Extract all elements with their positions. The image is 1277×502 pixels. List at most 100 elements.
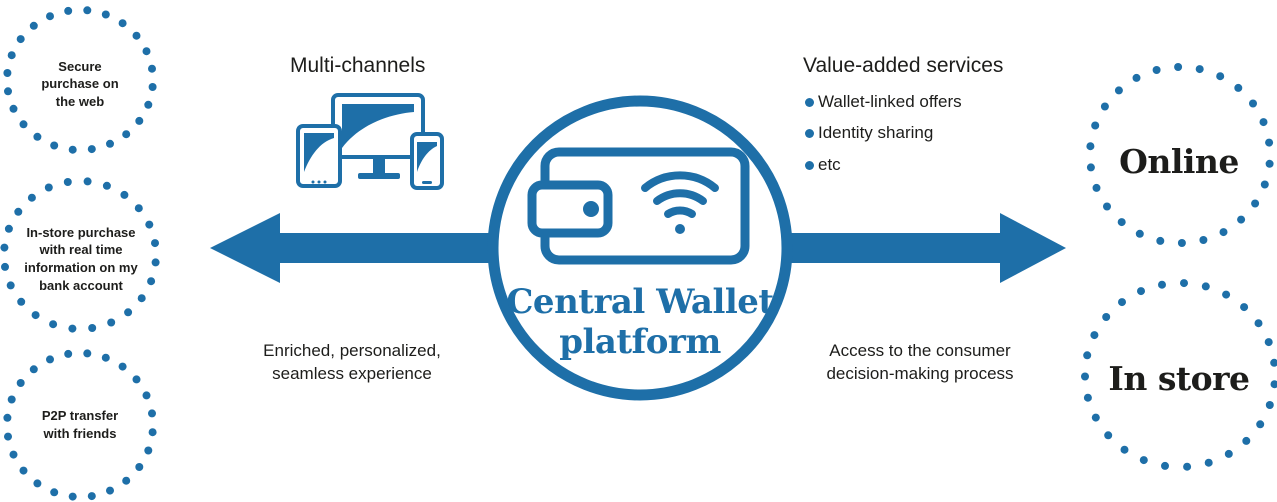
contactless-icon [641,171,719,234]
bubble-dot [16,379,25,387]
bubble-dot [83,349,92,358]
bubble-dot [1158,280,1166,289]
bubble-dot [1117,218,1126,227]
bubble-dot [1219,228,1228,237]
service-item: Wallet-linked offers [805,92,962,112]
bubble-dot [88,324,97,332]
bubble-dot [1216,72,1225,81]
bubble-dot [1137,287,1145,296]
channel-online: Online [1086,86,1272,236]
bubble-dot [1083,351,1092,360]
bubble-dot [1156,236,1165,245]
bubble-dot [122,130,131,139]
bubble-dot [7,51,16,60]
bubble-dot [1152,66,1161,74]
bubble-dot [1114,86,1123,95]
bubble-dot [1092,183,1101,192]
bubble-dot [148,83,157,91]
bubble-dot [87,145,96,154]
multichannel-heading: Multi-channels [290,54,426,77]
bubble-dot [4,87,12,96]
bubble-dot [124,308,133,317]
use-case-label: In-store purchase with real time informa… [24,224,138,293]
bubble-dot [1249,99,1257,108]
bubble-dot [83,177,92,186]
channel-label: Online [1119,141,1239,181]
bubble-dot [1177,239,1186,247]
use-case-in-store-purchase: In-store purchase with real time informa… [3,188,159,330]
bubble-dot [132,375,141,384]
arrow-right-icon [790,213,1066,283]
wallet-icon [527,147,750,265]
bubble-dot [148,428,157,437]
right-caption-line2: decision-making process [826,363,1014,383]
bubble-dot [1081,372,1089,381]
central-platform-circle [487,95,793,401]
bubble-dot [1251,199,1260,208]
left-caption-line2: seamless experience [272,363,432,383]
bubble-dot [68,145,77,154]
bubble-dot [1222,290,1231,299]
bullet-icon [805,160,814,170]
service-item: etc [805,155,841,175]
bubble-dot [0,243,9,252]
bubble-dot [19,120,28,129]
bubble-dot [1256,420,1265,429]
bubble-dot [1086,142,1095,151]
bubble-dot [118,19,127,28]
service-label: etc [818,155,841,174]
bubble-dot [148,64,156,73]
bubble-dot [1242,436,1251,445]
bubble-dot [46,355,54,364]
bubble-dot [137,294,146,303]
bubble-dot [1083,393,1092,402]
bubble-dot [63,178,72,186]
bubble-dot [107,318,116,327]
bubble-dot [1240,303,1249,312]
bubble-dot [3,413,12,422]
bubble-dot [1180,279,1188,288]
bubble-dot [6,281,15,290]
bubble-dot [1091,121,1100,130]
bubble-dot [3,69,12,77]
bubble-dot [118,362,127,371]
bubble-dot [1195,65,1204,74]
bubble-dot [1091,413,1100,422]
bubble-dot [14,207,23,216]
bubble-dot [1104,431,1113,440]
dotted-bubbles [0,6,1277,501]
bubble-dot [33,132,42,141]
bubble-dot [101,10,110,19]
services-heading: Value-added services [803,54,1004,77]
bubble-dot [1259,118,1268,127]
bubble-dot [1183,462,1192,471]
bubble-dot [44,183,53,192]
bubble-dot [101,353,110,362]
right-caption: Access to the consumer decision-making p… [800,340,1040,386]
bubble-dot [142,391,151,400]
bubble-dot [1201,282,1210,291]
bubble-ring-web [3,6,157,154]
bubble-dot [1254,319,1263,328]
use-case-label: Secure purchase on the web [41,58,119,109]
bubble-dot [120,190,129,199]
bubble-dot [1120,445,1129,454]
bubble-dot [106,139,114,148]
bubble-dot [50,488,59,497]
bubble-dot [1204,458,1213,467]
bubble-dot [144,100,153,109]
bubble-dot [46,12,54,21]
bubble-dot [1132,73,1141,82]
bullet-icon [805,97,814,107]
bubble-dot [1102,313,1111,321]
bubble-dot [122,476,131,485]
bubble-dot [144,446,153,455]
bubble-dot [1270,380,1277,389]
bubble-ring-online [1086,63,1274,247]
bubble-dot [1090,331,1099,340]
bubble-dot [33,479,42,488]
bubble-dot [16,35,25,44]
bubble-dot [83,6,92,15]
channel-label: In store [1108,358,1250,398]
bubble-dot [1265,138,1274,147]
